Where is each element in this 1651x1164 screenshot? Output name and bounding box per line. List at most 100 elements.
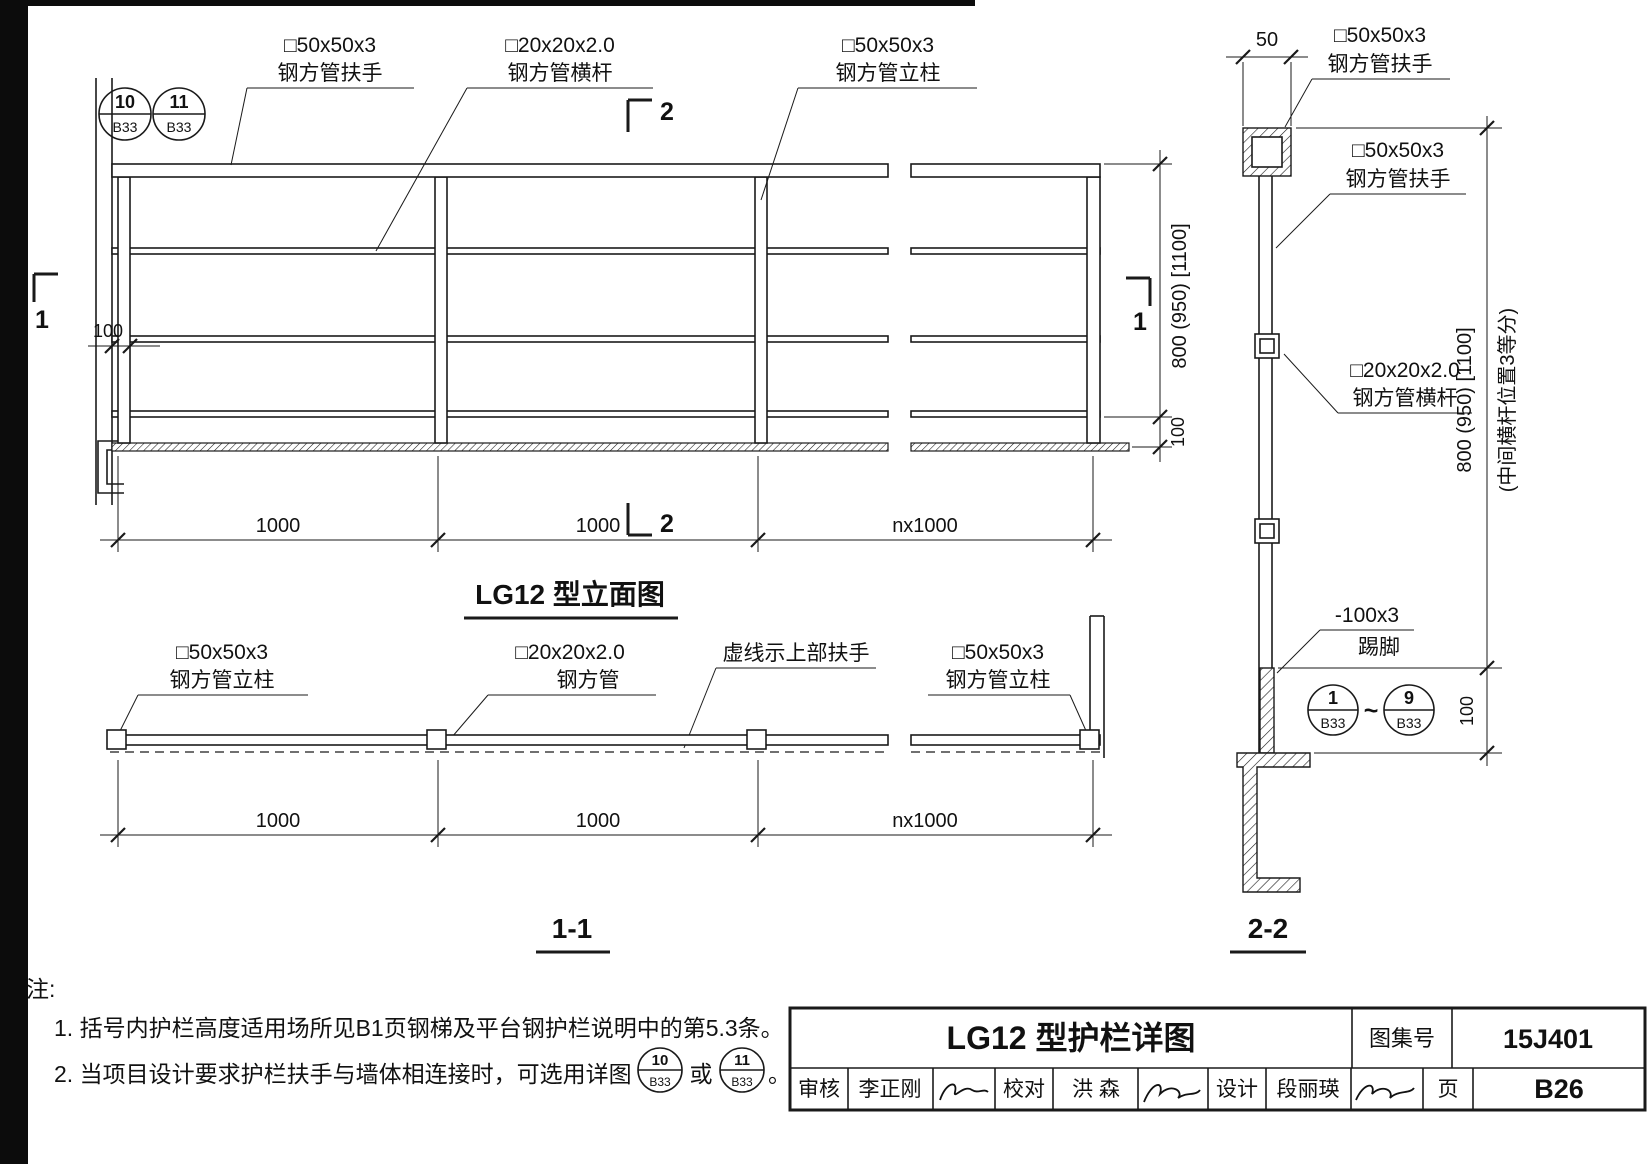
tilde: ~ bbox=[1364, 697, 1379, 725]
detail-number: 11 bbox=[734, 1052, 750, 1069]
post-section bbox=[746, 729, 767, 750]
callout-handrail-mid: □50x50x3 钢方管扶手 bbox=[1275, 139, 1466, 249]
leader-line bbox=[1069, 694, 1088, 734]
kick-plate-line bbox=[910, 410, 1101, 418]
detail-marker-11: 11 B33 bbox=[152, 87, 206, 141]
handrail-section-bore bbox=[1251, 136, 1283, 168]
handrail bbox=[111, 163, 889, 178]
callout-name: 钢方管 bbox=[557, 669, 620, 692]
callout-name: 钢方管扶手 bbox=[1346, 168, 1451, 191]
callout-spec: □50x50x3 bbox=[1352, 139, 1444, 162]
post-section bbox=[106, 729, 127, 750]
ground-hatch bbox=[111, 442, 889, 452]
detail-number: 1 bbox=[1328, 688, 1338, 708]
detail-page: B33 bbox=[731, 1075, 753, 1089]
elevation-view: 10 B33 11 B33 □50x50x3 钢方管扶手 □20x20x2.0 … bbox=[32, 34, 1191, 620]
reviewer-signature bbox=[939, 1083, 989, 1101]
leader-line bbox=[230, 87, 248, 166]
cut-mark-2-top: 2 bbox=[626, 98, 674, 132]
post bbox=[754, 176, 768, 444]
dim-height: 800 (950) [1100] bbox=[1169, 223, 1191, 368]
note-1: 1. 括号内护栏高度适用场所见B1页钢梯及平台钢护栏说明中的第5.3条。 bbox=[54, 1015, 784, 1041]
elevation-dimension-chain: 1000 1000 nx1000 bbox=[100, 456, 1112, 552]
callout-name: 钢方管立柱 bbox=[946, 669, 1051, 692]
mid-rail bbox=[910, 335, 1101, 343]
checker-signature bbox=[1143, 1084, 1201, 1103]
cut-label: 2 bbox=[660, 98, 674, 126]
crossbar-section-bore bbox=[1259, 523, 1275, 539]
atlas-label: 图集号 bbox=[1369, 1026, 1435, 1051]
leader-line bbox=[1276, 629, 1321, 674]
dim-span3: nx1000 bbox=[892, 810, 958, 832]
callout-spec: □50x50x3 bbox=[952, 641, 1044, 664]
callout-dashed-note: 虚线示上部扶手 bbox=[683, 642, 876, 749]
detail-marker-1: 1 B33 bbox=[1307, 684, 1359, 736]
designer-name: 段丽瑛 bbox=[1277, 1078, 1340, 1101]
mid-rail bbox=[910, 247, 1101, 255]
ground-hatch bbox=[910, 442, 1130, 452]
leader-line bbox=[760, 87, 799, 201]
wall-channel bbox=[97, 440, 124, 494]
detail-number: 11 bbox=[169, 92, 188, 112]
callout-handrail-top: □50x50x3 钢方管扶手 bbox=[1284, 24, 1450, 128]
notes-heading: 注: bbox=[26, 976, 55, 1002]
section-height-dim: 800 (950) [1100] (中间横杆位置3等分) 100 bbox=[1278, 116, 1519, 766]
post bbox=[117, 176, 131, 444]
leader-line bbox=[118, 694, 139, 734]
post-section bbox=[426, 729, 447, 750]
callout-crossbar-section: □20x20x2.0 钢方管横杆 bbox=[1283, 353, 1472, 414]
cut-label: 2 bbox=[660, 510, 674, 538]
mid-rail bbox=[111, 335, 889, 343]
designer-signature bbox=[1355, 1084, 1415, 1101]
detail-page: B33 bbox=[1397, 715, 1422, 731]
detail-number: 9 bbox=[1404, 688, 1414, 708]
cut-mark-2-bottom: 2 bbox=[626, 503, 674, 538]
detail-marker-10: 10 B33 bbox=[98, 87, 152, 141]
mid-rail bbox=[111, 247, 889, 255]
title-block-border bbox=[788, 1006, 1647, 1112]
callout-tube: □20x20x2.0 钢方管 bbox=[451, 641, 656, 738]
leader-line bbox=[375, 87, 468, 252]
post bbox=[434, 176, 448, 444]
rail-plan bbox=[109, 734, 889, 746]
section-view: 50 □50x50x3 钢方管扶手 □50x50x3 钢方管扶手 bbox=[1226, 24, 1519, 954]
callout-name: 踢脚 bbox=[1358, 636, 1400, 659]
dim-height-note: (中间横杆位置3等分) bbox=[1496, 308, 1519, 492]
dim-top: 50 bbox=[1256, 29, 1278, 51]
page-label: 页 bbox=[1438, 1078, 1459, 1101]
design-label: 设计 bbox=[1216, 1078, 1258, 1101]
callout-handrail: □50x50x3 钢方管扶手 bbox=[230, 34, 414, 166]
review-label: 审核 bbox=[798, 1078, 840, 1101]
handrail bbox=[910, 163, 1101, 178]
callout-post-right: □50x50x3 钢方管立柱 bbox=[928, 641, 1088, 734]
callout-post: □50x50x3 钢方管立柱 bbox=[760, 34, 977, 201]
post bbox=[1086, 176, 1101, 444]
rail-plan bbox=[910, 734, 1101, 746]
callout-spec: □50x50x3 bbox=[284, 34, 376, 57]
callout-crossbar: □20x20x2.0 钢方管横杆 bbox=[375, 34, 653, 252]
callout-kick-plate: -100x3 踢脚 bbox=[1276, 604, 1414, 674]
plan-title: 1-1 bbox=[552, 913, 592, 944]
detail-number: 10 bbox=[115, 92, 135, 112]
top-edge-bar bbox=[0, 0, 975, 6]
detail-page: B33 bbox=[649, 1075, 671, 1089]
detail-page: B33 bbox=[167, 119, 192, 135]
cut-label: 1 bbox=[35, 306, 49, 334]
callout-name: 钢方管横杆 bbox=[1353, 387, 1458, 410]
section-title: 2-2 bbox=[1248, 913, 1288, 944]
note-2-or: 或 bbox=[690, 1061, 713, 1087]
leader-line bbox=[451, 694, 489, 738]
left-binding-bar bbox=[0, 0, 28, 1164]
callout-spec: □20x20x2.0 bbox=[1350, 359, 1460, 382]
callout-name: 钢方管扶手 bbox=[278, 62, 383, 85]
cut-mark-1-left: 1 bbox=[32, 272, 58, 334]
callout-spec: □50x50x3 bbox=[1334, 24, 1426, 47]
elevation-height-dim: 800 (950) [1100] 100 bbox=[1104, 150, 1191, 462]
plan-wall-corner bbox=[1089, 615, 1105, 758]
dim-span3: nx1000 bbox=[892, 515, 958, 537]
dim-span2: 1000 bbox=[576, 515, 621, 537]
callout-name: 钢方管横杆 bbox=[508, 62, 613, 85]
elevation-title: LG12 型立面图 bbox=[475, 578, 665, 610]
checker-name: 洪 森 bbox=[1072, 1078, 1120, 1101]
